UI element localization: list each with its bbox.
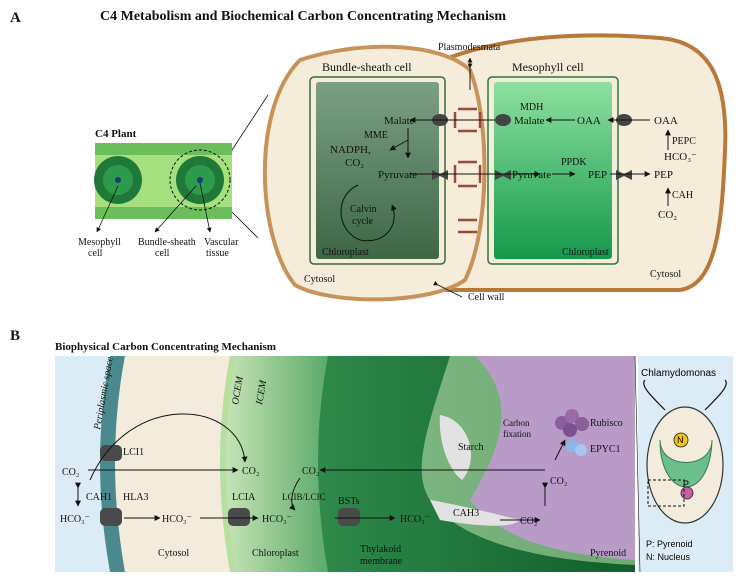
pyruvate-ms: Pyruvate <box>512 169 551 181</box>
mesophyll-label-2: cell <box>88 248 103 259</box>
co2-chl: CO₂ <box>242 466 259 477</box>
ms-chloroplast-label: Chloroplast <box>562 247 609 258</box>
icem-label: ICEM <box>254 379 269 407</box>
ppdk-label: PPDK <box>561 157 587 168</box>
thylakoid-1: Thylakoid <box>360 544 401 555</box>
panel-b-letter: B <box>10 328 20 344</box>
hco3-out: HCO₃⁻ <box>60 514 90 525</box>
pep-cyt: PEP <box>654 169 673 181</box>
hco3-thy: HCO₃⁻ <box>400 514 430 525</box>
cytosol-region <box>110 356 235 572</box>
pep-ms: PEP <box>588 169 607 181</box>
mesophyll-title: Mesophyll cell <box>512 60 584 74</box>
bundle-sheath-title: Bundle-sheath cell <box>322 60 412 74</box>
hco3-chl: HCO₃⁻ <box>262 514 292 525</box>
lcib-label: LCIB/LCIC <box>282 492 326 502</box>
cell-wall-label: Cell wall <box>468 292 505 303</box>
co2-bs: CO₂ <box>345 157 364 169</box>
cah1-label: CAH1 <box>86 492 112 503</box>
legend-nucleus: N: Nucleus <box>646 552 691 562</box>
transporters-b <box>100 445 360 526</box>
cah-label: CAH <box>672 190 693 201</box>
bs-cytosol-label: Cytosol <box>304 274 335 285</box>
pyruvate-bs: Pyruvate <box>378 169 417 181</box>
co2-pyr: CO₂ <box>550 476 567 487</box>
mdh-label: MDH <box>520 102 543 113</box>
leaf-cross-section <box>94 143 232 219</box>
ms-cytosol-label: Cytosol <box>650 269 681 280</box>
co2-cyt: CO₂ <box>658 209 677 221</box>
oaa-cyt: OAA <box>654 115 678 127</box>
hco3-a: HCO₃⁻ <box>664 151 697 163</box>
co2-chl2: CO₂ <box>302 466 319 477</box>
starch-plate <box>439 415 471 480</box>
calvin-1: Calvin <box>350 204 377 215</box>
rubisco-complex <box>555 409 589 456</box>
malate-bs: Malate <box>384 115 415 127</box>
bs-chloroplast-label: Chloroplast <box>322 247 369 258</box>
transporters-a <box>432 114 632 180</box>
nadph-label: NADPH, <box>330 144 371 156</box>
panel-a-title: C4 Metabolism and Biochemical Carbon Con… <box>100 9 506 24</box>
legend-pyrenoid: P: Pyrenoid <box>646 539 693 549</box>
co2-thy: CO₂ <box>520 516 537 527</box>
chlamy-title: Chlamydomonas <box>641 368 716 379</box>
cah3-label: CAH3 <box>453 508 479 519</box>
co2-out: CO₂ <box>62 467 79 478</box>
c4-plant-title: C4 Plant <box>95 128 137 140</box>
hla3-label: HLA3 <box>123 492 149 503</box>
bsts-label: BSTs <box>338 496 360 507</box>
starch-label: Starch <box>458 442 484 453</box>
carbon-fix-2: fixation <box>503 429 531 439</box>
panel-a-letter: A <box>10 10 21 26</box>
chlamy-cell <box>643 379 727 524</box>
epyc1-label: EPYC1 <box>590 444 621 455</box>
bs-chloroplast <box>316 82 439 259</box>
malate-ms: Malate <box>514 115 545 127</box>
carbon-fix-1: Carbon <box>503 418 530 428</box>
panel-b-title: Biophysical Carbon Concentrating Mechani… <box>55 341 276 353</box>
chlamy-n: N <box>677 435 684 445</box>
thylakoid-2: membrane <box>360 556 403 567</box>
ms-chloroplast <box>494 82 612 259</box>
plasmodesmata-label: Plasmodesmata <box>438 42 501 53</box>
oaa-ms: OAA <box>577 115 601 127</box>
calvin-2: cycle <box>352 216 374 227</box>
hco3-cyt: HCO₃⁻ <box>162 514 192 525</box>
pyrenoid-label: Pyrenoid <box>590 548 626 559</box>
pepc-label: PEPC <box>672 136 696 147</box>
bundle-label-2: cell <box>155 248 170 259</box>
mesophyll-label-1: Mesophyll <box>78 237 121 248</box>
pyrenoid-region <box>470 356 635 560</box>
chlamy-p: P <box>683 479 689 489</box>
chloroplast-b-label: Chloroplast <box>252 548 299 559</box>
lcia-label: LCIA <box>232 492 256 503</box>
ocem-label: OCEM <box>230 375 246 405</box>
vascular-label-2: tissue <box>206 248 229 259</box>
mme-label: MME <box>364 130 388 141</box>
cytosol-b-label: Cytosol <box>158 548 189 559</box>
vascular-label-1: Vascular <box>204 237 239 248</box>
lci1-label: LCI1 <box>123 447 144 458</box>
plasmodesmata-channels <box>453 107 482 234</box>
bundle-label-1: Bundle-sheath <box>138 237 196 248</box>
rubisco-label: Rubisco <box>590 418 623 429</box>
